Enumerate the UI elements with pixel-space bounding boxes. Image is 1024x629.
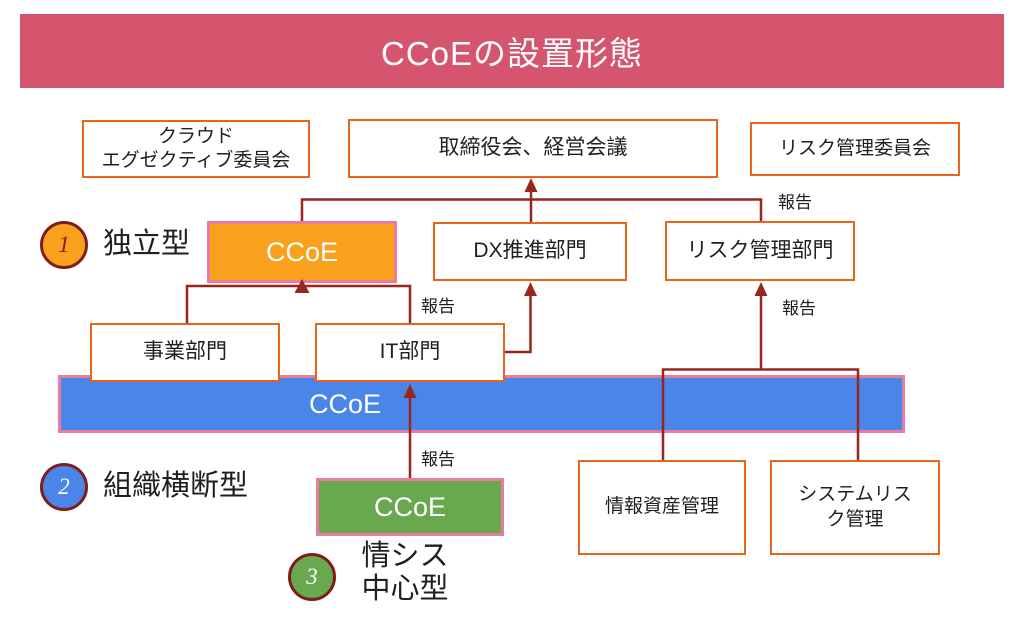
arrowhead-to-risk-dept (754, 282, 768, 296)
type-label-independent: 独立型 (103, 228, 191, 260)
connector-top-rail (300, 198, 763, 221)
arrowhead-to-board (524, 178, 538, 192)
ccoe-cross-org-bar (58, 375, 905, 433)
type-label-cross-org: 組織横断型 (103, 470, 249, 502)
page-title: CCoEの設置形態 (380, 35, 644, 72)
ccoe-independent-box: CCoE (207, 221, 397, 283)
badge-type-1: 1 (40, 221, 88, 269)
badge-type-2: 2 (40, 463, 88, 511)
report-label-to-risk-dept: 報告 (782, 299, 816, 318)
badge-3-number: 3 (306, 564, 318, 589)
arrowhead-to-dx (524, 282, 537, 296)
box-system-risk-mgmt: システムリス ク管理 (770, 460, 940, 555)
box-business-dept: 事業部門 (90, 323, 280, 382)
badge-2-number: 2 (58, 474, 70, 499)
ccoe-it-centered-label: CCoE (373, 491, 447, 522)
box-cloud-exec-committee: クラウド エグゼクティブ委員会 (82, 120, 310, 178)
badge-1-number: 1 (58, 232, 70, 257)
connector-bottom-bracket (185, 284, 412, 323)
box-it-dept: IT部門 (315, 323, 505, 382)
box-info-asset-mgmt: 情報資産管理 (578, 460, 746, 555)
connector-it-to-dx (505, 294, 532, 354)
ccoe-independent-label: CCoE (265, 236, 339, 267)
box-board-meeting: 取締役会、経営会議 (348, 119, 718, 178)
report-label-risk-committee: 報告 (778, 193, 812, 212)
report-label-green-ccoe: 報告 (421, 450, 455, 469)
type-label-it-centered: 情シス 中心型 (361, 540, 449, 606)
badge-type-3: 3 (288, 553, 336, 601)
box-risk-committee: リスク管理委員会 (750, 122, 960, 176)
ccoe-it-centered-box: CCoE (316, 478, 504, 536)
ccoe-cross-org-label: CCoE (308, 389, 382, 419)
report-label-it-to-dx: 報告 (421, 297, 455, 316)
box-risk-dept: リスク管理部門 (665, 221, 855, 281)
box-dx-dept: DX推進部門 (433, 222, 627, 281)
title-banner: CCoEの設置形態 (20, 14, 1004, 88)
